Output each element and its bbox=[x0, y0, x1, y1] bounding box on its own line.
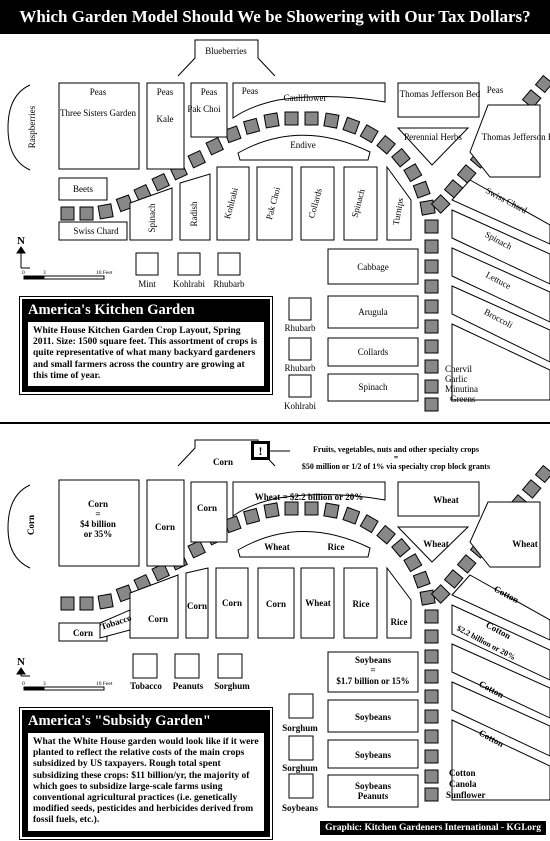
label-rhubarb: Rhubarb bbox=[214, 279, 245, 289]
label-wheat: Wheat bbox=[305, 598, 331, 608]
label-corn: Corn bbox=[73, 628, 93, 638]
label-corn: Corn bbox=[222, 598, 242, 608]
credit-line: Graphic: Kitchen Gardeners International… bbox=[320, 821, 546, 835]
label-thomas-jefferson-bed: Thomas Jefferson Bed bbox=[400, 89, 481, 99]
label-wheat: Wheat bbox=[433, 495, 459, 505]
label-cauliflower: Cauliflower bbox=[284, 93, 327, 103]
label-minutina: Minutina bbox=[445, 384, 478, 394]
label-beets: Beets bbox=[73, 184, 93, 194]
label-corn: Corn bbox=[148, 614, 168, 624]
label-rhubarb: Rhubarb bbox=[285, 363, 316, 373]
label-three-sisters: Three Sisters Garden bbox=[60, 108, 136, 118]
label-peanuts: Peanuts bbox=[358, 791, 389, 801]
label-wheat: Wheat bbox=[423, 539, 449, 549]
section-divider bbox=[0, 422, 550, 424]
specialty-line1: Fruits, vegetables, nuts and other speci… bbox=[313, 445, 479, 454]
label-wheat: Wheat bbox=[264, 542, 290, 552]
label-mint: Mint bbox=[138, 279, 156, 289]
svg-text:10 Feet: 10 Feet bbox=[96, 270, 113, 276]
label-corn: Corn bbox=[187, 601, 207, 611]
label-peas: Peas bbox=[157, 87, 174, 97]
label-rice: Rice bbox=[391, 617, 408, 627]
label-arugula: Arugula bbox=[358, 307, 388, 317]
specialty-eq: = bbox=[394, 453, 399, 462]
label-radish: Radish bbox=[189, 201, 199, 227]
label-wheat-stat: Wheat = $2.2 billion or 20% bbox=[255, 492, 363, 502]
svg-text:3: 3 bbox=[43, 270, 46, 276]
compass-bottom: N 0 3 10 Feet bbox=[16, 656, 113, 691]
label-peas: Peas bbox=[242, 86, 259, 96]
label-corn: Corn bbox=[26, 515, 36, 535]
top-garden bbox=[7, 39, 550, 412]
label-soybeans-value: $1.7 billion or 15% bbox=[336, 676, 409, 686]
label-endive: Endive bbox=[290, 140, 316, 150]
compass-top: N 0 3 10 Feet bbox=[16, 235, 113, 280]
kitchen-garden-title: America's Kitchen Garden bbox=[28, 302, 195, 318]
label-soybeans-stat: Soybeans bbox=[355, 655, 392, 665]
label-kohlrabi: Kohlrabi bbox=[173, 279, 205, 289]
label-kale: Kale bbox=[157, 114, 174, 124]
label-raspberries: Raspberries bbox=[27, 105, 37, 148]
kitchen-garden-box: America's Kitchen Garden White House Kit… bbox=[19, 295, 273, 396]
label-chervil: Chervil bbox=[445, 364, 472, 374]
label-corn: Corn bbox=[155, 522, 175, 532]
label-swiss-chard: Swiss Chard bbox=[73, 226, 119, 236]
label-perennial-herbs: Perennial Herbs bbox=[404, 132, 462, 142]
label-rice: Rice bbox=[328, 542, 345, 552]
label-corn: Corn bbox=[197, 503, 217, 513]
label-corn-share: or 35% bbox=[84, 529, 113, 539]
svg-text:3: 3 bbox=[43, 681, 46, 687]
label-cabbage: Cabbage bbox=[357, 262, 389, 272]
label-sunflower: Sunflower bbox=[446, 790, 486, 800]
specialty-crops-marker: ! bbox=[251, 441, 290, 460]
label-eq: = bbox=[370, 665, 375, 675]
bottom-garden bbox=[7, 439, 550, 808]
label-rhubarb: Rhubarb bbox=[285, 323, 316, 333]
label-peas: Peas bbox=[487, 85, 504, 95]
label-greens: Greens bbox=[450, 394, 476, 404]
svg-text:0: 0 bbox=[22, 270, 25, 276]
label-collards: Collards bbox=[358, 347, 389, 357]
label-garlic: Garlic bbox=[445, 374, 468, 384]
label-spinach: Spinach bbox=[147, 203, 157, 232]
label-kohlrabi: Kohlrabi bbox=[284, 401, 316, 411]
svg-text:10 Feet: 10 Feet bbox=[96, 681, 113, 687]
label-wheat: Wheat bbox=[512, 539, 538, 549]
label-tobacco: Tobacco bbox=[130, 681, 162, 691]
north-label: N bbox=[17, 656, 25, 668]
label-eq: = bbox=[95, 509, 100, 519]
label-sorghum: Sorghum bbox=[214, 681, 250, 691]
svg-text:0: 0 bbox=[22, 681, 25, 687]
subsidy-garden-box: America's "Subsidy Garden" What the Whit… bbox=[19, 707, 273, 840]
label-corn: Corn bbox=[88, 499, 108, 509]
label-canola: Canola bbox=[449, 779, 477, 789]
subsidy-garden-title: America's "Subsidy Garden" bbox=[28, 713, 211, 729]
label-peas: Peas bbox=[90, 87, 107, 97]
label-soybeans: Soybeans bbox=[355, 781, 392, 791]
label-cotton: Cotton bbox=[449, 768, 476, 778]
north-label: N bbox=[17, 235, 25, 247]
label-thomas-jefferson-bed: Thomas Jefferson Bed bbox=[482, 132, 550, 142]
label-corn: Corn bbox=[213, 457, 233, 467]
label-sorghum: Sorghum bbox=[282, 763, 318, 773]
label-corn-value: $4 billion bbox=[80, 519, 116, 529]
label-spinach: Spinach bbox=[359, 382, 388, 392]
label-peanuts: Peanuts bbox=[173, 681, 204, 691]
kitchen-garden-text: White House Kitchen Garden Crop Layout, … bbox=[28, 322, 264, 387]
subsidy-garden-text: What the White House garden would look l… bbox=[28, 733, 264, 831]
specialty-line2: $50 million or 1/2 of 1% via specialty c… bbox=[302, 462, 490, 471]
page-title: Which Garden Model Should We be Showerin… bbox=[0, 0, 550, 34]
label-peas: Peas bbox=[201, 87, 218, 97]
label-soybeans: Soybeans bbox=[355, 750, 392, 760]
label-soybeans: Soybeans bbox=[355, 712, 392, 722]
label-turnips: Turnips bbox=[391, 196, 406, 225]
label-sorghum: Sorghum bbox=[282, 723, 318, 733]
exclamation-icon: ! bbox=[259, 444, 263, 458]
label-rice: Rice bbox=[353, 599, 370, 609]
label-pak-choi: Pak Choi bbox=[187, 104, 221, 114]
label-corn: Corn bbox=[266, 599, 286, 609]
label-blueberries: Blueberries bbox=[205, 46, 247, 56]
label-soybeans: Soybeans bbox=[282, 803, 319, 813]
